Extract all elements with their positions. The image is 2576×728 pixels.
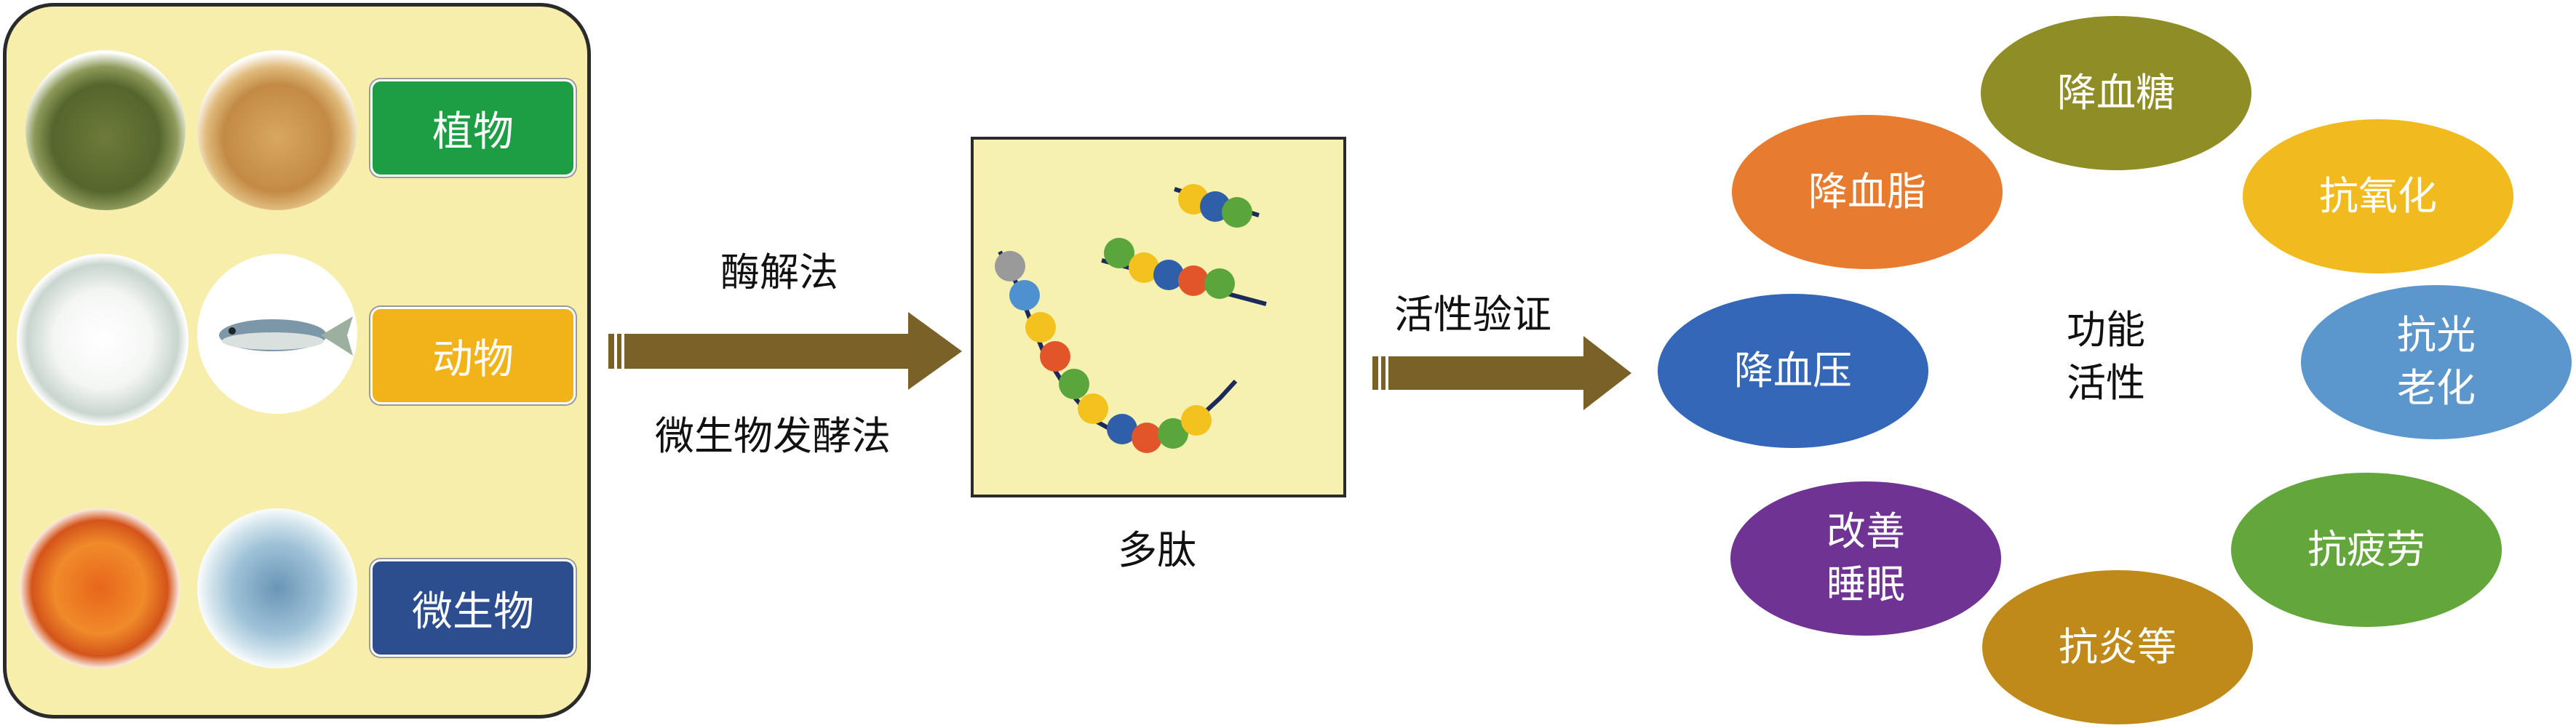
bacteria-blue-image	[197, 508, 357, 668]
source-panel: 植物 动物 微生物	[3, 3, 591, 719]
peptide-caption: 多肽	[1118, 527, 1196, 573]
fermentation-method-label: 微生物发酵法	[655, 413, 891, 459]
function-center-label: 功能 活性	[2067, 307, 2145, 406]
plant-label: 植物	[370, 79, 576, 177]
peptide-box	[971, 137, 1346, 497]
enzymatic-method-label: 酶解法	[720, 249, 838, 295]
animal-label: 动物	[370, 307, 576, 404]
activity-antioxidant: 抗氧化	[2243, 119, 2513, 273]
fish-image	[197, 254, 357, 414]
process-arrow-1	[608, 312, 962, 390]
activity-hypolipidemic: 降血脂	[1732, 115, 2003, 269]
bacteria-orange-image	[20, 508, 180, 668]
activity-hypoglycemic: 降血糖	[1981, 16, 2251, 170]
activity-validation-label: 活性验证	[1394, 292, 1551, 337]
process-arrow-2	[1372, 336, 1631, 410]
activity-anti-photoaging: 抗光 老化	[2301, 285, 2572, 439]
activity-antihypertensive: 降血压	[1658, 294, 1928, 448]
activity-improve-sleep: 改善 睡眠	[1730, 481, 2001, 636]
microbe-label: 微生物	[370, 559, 576, 657]
peptide-chains	[995, 184, 1267, 453]
soybean-image	[197, 50, 357, 210]
activity-anti-inflammatory: 抗炎等	[1982, 570, 2253, 724]
mung-bean-image	[25, 50, 186, 210]
activity-anti-fatigue: 抗疲劳	[2231, 473, 2502, 627]
milk-image	[17, 254, 188, 425]
